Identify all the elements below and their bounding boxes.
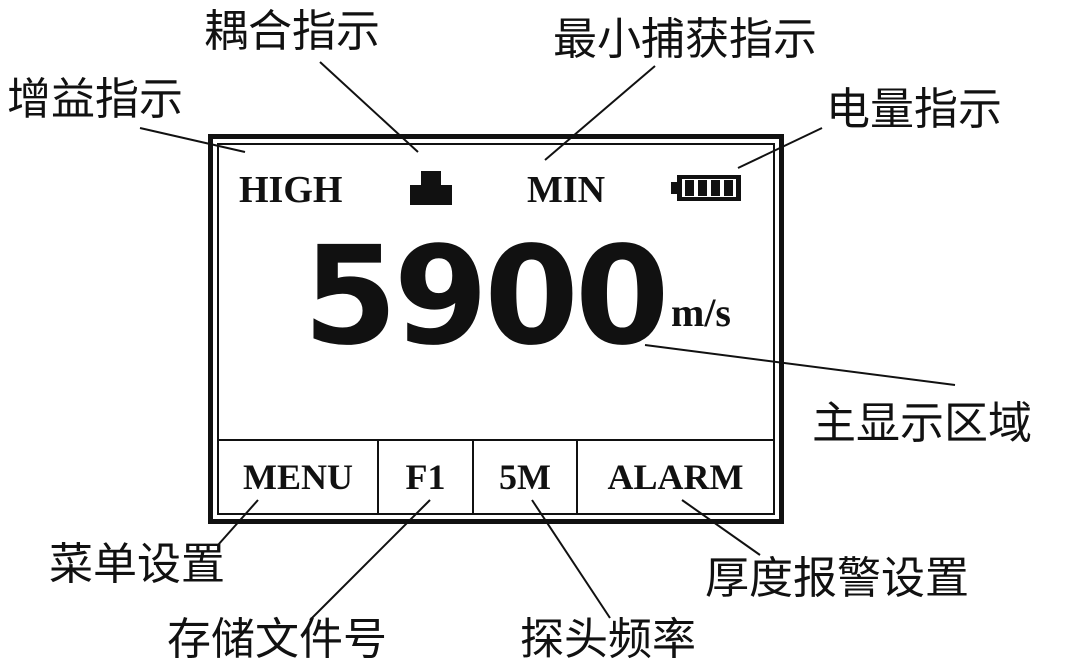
lcd-screen: HIGH MIN 5900 m/s MENU F1 5M ALARM <box>208 134 784 524</box>
leader-gain <box>139 127 246 153</box>
callout-probe-frequency: 探头频率 <box>520 614 696 665</box>
leader-alarm <box>681 499 761 556</box>
lcd-inner-border: HIGH MIN 5900 m/s MENU F1 5M ALARM <box>217 143 775 515</box>
callout-file-number: 存储文件号 <box>167 614 387 665</box>
callout-battery: 电量指示 <box>826 84 1002 135</box>
gain-indicator: HIGH <box>239 169 343 211</box>
min-capture-indicator: MIN <box>527 169 606 211</box>
callout-coupling: 耦合指示 <box>204 6 380 57</box>
reading-unit: m/s <box>671 290 731 335</box>
softkey-bar: MENU F1 5M ALARM <box>219 439 773 513</box>
callout-menu-setting: 菜单设置 <box>49 539 225 590</box>
softkey-menu[interactable]: MENU <box>219 441 379 513</box>
coupling-icon <box>410 171 452 205</box>
battery-bars <box>685 180 733 196</box>
callout-gain: 增益指示 <box>7 74 183 125</box>
callout-thickness-alarm: 厚度报警设置 <box>705 553 969 604</box>
softkey-alarm[interactable]: ALARM <box>607 457 744 497</box>
main-reading: 5900 <box>303 218 670 376</box>
callout-min-capture: 最小捕获指示 <box>553 14 817 65</box>
battery-icon <box>671 175 741 201</box>
leader-main-display <box>644 344 956 386</box>
softkey-frequency[interactable]: 5M <box>474 441 578 513</box>
callout-main-display: 主显示区域 <box>812 398 1032 449</box>
softkey-file[interactable]: F1 <box>379 441 474 513</box>
